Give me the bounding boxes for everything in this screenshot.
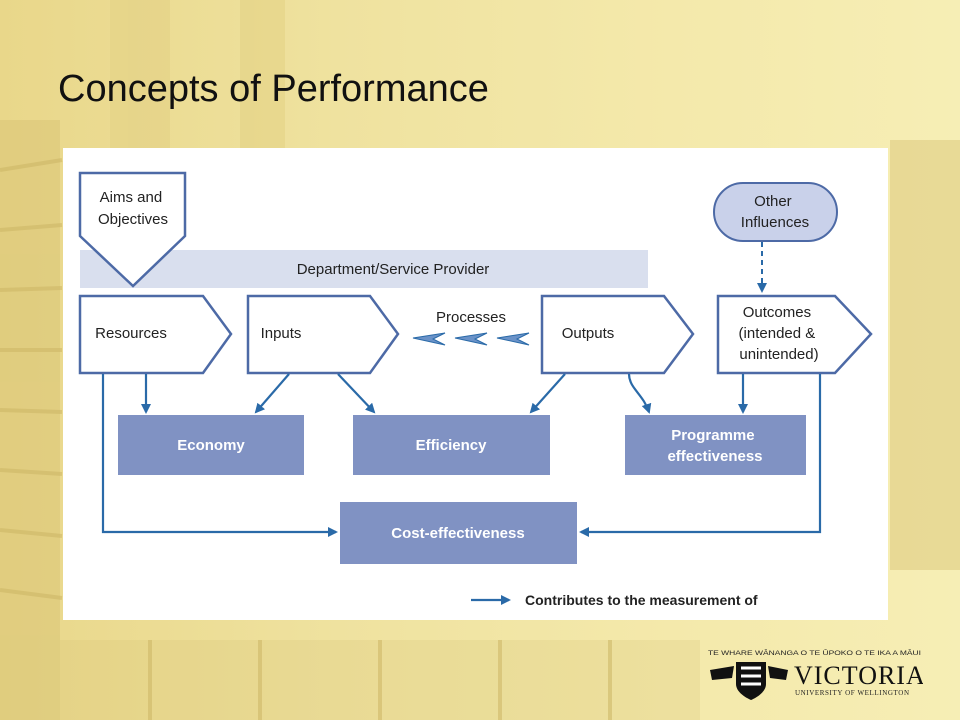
other-influences-line2: Influences — [741, 214, 809, 231]
other-influences-shape — [713, 182, 838, 242]
arrow-outputs-efficiency — [529, 373, 566, 414]
arrow-resources-cost — [101, 374, 338, 537]
logo-name: VICTORIA — [794, 661, 923, 690]
process-chevrons — [412, 332, 530, 346]
efficiency-label: Efficiency — [416, 437, 488, 454]
diagram-panel: Department/Service Provider Aims and Obj… — [63, 148, 888, 620]
performance-diagram: Department/Service Provider Aims and Obj… — [78, 171, 873, 608]
arrow-inputs-economy — [254, 373, 290, 414]
aims-shape — [78, 171, 187, 288]
aims-label-line2: Objectives — [98, 211, 168, 228]
university-logo: TE WHARE WĀNANGA O TE ŪPOKO O TE IKA A M… — [708, 650, 923, 700]
provider-band — [80, 250, 648, 288]
economy-box — [118, 415, 304, 475]
slide-title: Concepts of Performance — [58, 68, 489, 110]
outputs-label: Outputs — [562, 325, 615, 342]
arrow-inputs-efficiency — [337, 373, 376, 414]
cost-effectiveness-label: Cost-effectiveness — [391, 525, 524, 542]
programme-line2: effectiveness — [667, 448, 762, 465]
programme-effectiveness-box — [625, 415, 806, 475]
outcomes-shape — [716, 294, 873, 375]
crest-icon — [710, 662, 788, 700]
logo-tagline: TE WHARE WĀNANGA O TE ŪPOKO O TE IKA A M… — [708, 650, 921, 657]
outcomes-line1: Outcomes — [743, 304, 811, 321]
outputs-shape — [540, 294, 695, 375]
svg-text:Programme effectiveness: Programme effectiveness — [667, 427, 762, 465]
legend-label: Contributes to the measurement of — [525, 592, 758, 608]
economy-label: Economy — [177, 437, 245, 454]
other-influences-line1: Other — [754, 193, 792, 210]
aims-label-line1: Aims and — [100, 189, 163, 206]
svg-text:Other Influences: Other Influences — [741, 193, 809, 231]
programme-line1: Programme — [671, 427, 754, 444]
provider-band-label: Department/Service Provider — [297, 261, 490, 278]
inputs-label: Inputs — [261, 325, 302, 342]
svg-text:Outcomes (intended &: Outcomes (intended & unintended) — [739, 304, 820, 363]
resources-shape — [78, 294, 233, 375]
outcomes-line3: unintended) — [739, 346, 818, 363]
svg-text:Aims and Objectives: Aims and Objectives — [98, 189, 168, 228]
outcomes-line2: (intended & — [739, 325, 816, 342]
processes-label: Processes — [436, 309, 506, 326]
logo-subtitle: UNIVERSITY OF WELLINGTON — [795, 689, 910, 697]
resources-label: Resources — [95, 325, 167, 342]
arrow-outputs-programme — [627, 373, 652, 414]
efficiency-box — [353, 415, 550, 475]
contribution-arrows — [101, 373, 822, 605]
arrow-outcomes-cost — [579, 374, 822, 537]
inputs-shape — [246, 294, 400, 375]
cost-effectiveness-box — [340, 502, 577, 564]
